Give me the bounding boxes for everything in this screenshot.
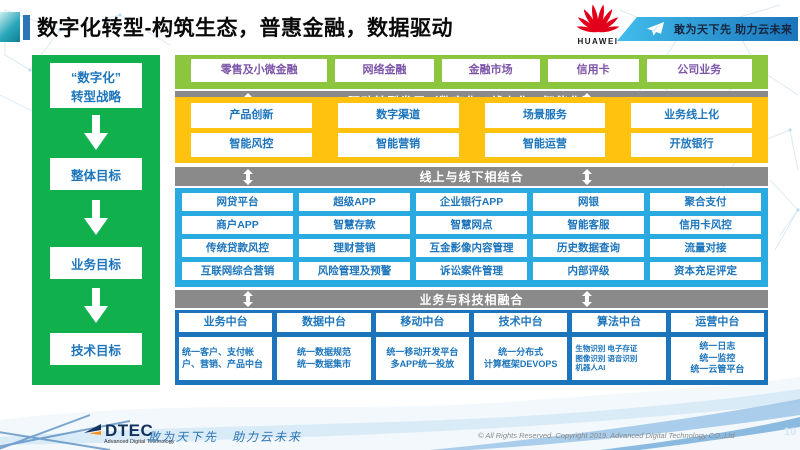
app-item: 诉讼案件管理 bbox=[416, 262, 527, 280]
banner-slogan: 敢为天下先 助力云未来 bbox=[674, 24, 793, 36]
updown-arrow-icon bbox=[243, 169, 253, 185]
title-accent-teal bbox=[0, 12, 20, 42]
app-item: 传统贷款风控 bbox=[182, 239, 293, 257]
sidebar-item-strategy: “数字化” 转型战略 bbox=[50, 63, 142, 108]
app-item: 内部评级 bbox=[533, 262, 644, 280]
platform-detail: 统一日志 统一监控 统一云管平台 bbox=[670, 337, 764, 380]
paper-plane-icon bbox=[647, 22, 664, 36]
capability-item: 智能风控 bbox=[191, 132, 312, 157]
capability-item: 数字渠道 bbox=[337, 103, 459, 128]
bar-business-tech-fusion: 业务与科技相融合 bbox=[175, 290, 768, 308]
capability-item: 智能营销 bbox=[337, 132, 459, 157]
huawei-logo: HUAWEI bbox=[570, 3, 626, 46]
sidebar-item-overall-goal: 整体目标 bbox=[50, 158, 142, 190]
business-line-item: 零售及小微金融 bbox=[191, 59, 328, 82]
app-item: 企业银行APP bbox=[416, 193, 527, 211]
platform-detail: 统一客户、支付帐户、营销、产品中台 bbox=[179, 337, 273, 380]
capability-item: 场景服务 bbox=[484, 103, 606, 128]
capability-item: 开放银行 bbox=[631, 132, 752, 157]
dtec-logo-icon bbox=[84, 424, 101, 435]
huawei-flower-icon bbox=[576, 4, 620, 33]
app-item: 理财营销 bbox=[299, 239, 410, 257]
bar-online-offline: 线上与线下相结合 bbox=[175, 167, 768, 186]
business-line-item: 网络金融 bbox=[335, 59, 434, 82]
digital-capability-block: 产品创新 数字渠道 场景服务 业务线上化 智能风控 智能营销 智能运营 开放银行 bbox=[175, 97, 768, 163]
capability-item: 产品创新 bbox=[191, 103, 312, 128]
platform-header: 业务中台 bbox=[179, 313, 273, 332]
updown-arrow-icon bbox=[582, 291, 592, 307]
strategy-sidebar: “数字化” 转型战略 整体目标 业务目标 技术目标 bbox=[32, 55, 160, 385]
business-lines-row: 零售及小微金融 网络金融 金融市场 信用卡 公司业务 bbox=[175, 55, 768, 89]
dtec-logo-text: DTEC bbox=[105, 421, 154, 440]
capability-item: 业务线上化 bbox=[631, 103, 752, 128]
app-item: 智慧网点 bbox=[416, 216, 527, 234]
app-item: 资本充足评定 bbox=[650, 262, 761, 280]
platform-detail: 统一移动开发平台 多APP统一投放 bbox=[375, 337, 469, 380]
app-item: 智能客服 bbox=[533, 216, 644, 234]
business-line-item: 公司业务 bbox=[646, 59, 752, 82]
platform-detail: 生物识别 电子存证 图像识别 语音识别 机器人AI bbox=[572, 337, 666, 380]
business-line-item: 信用卡 bbox=[547, 59, 639, 82]
huawei-logo-text: HUAWEI bbox=[577, 37, 619, 46]
capability-item: 智能运营 bbox=[484, 132, 606, 157]
app-item: 信用卡风控 bbox=[650, 216, 761, 234]
sidebar-item-business-goal: 业务目标 bbox=[50, 247, 142, 279]
app-item: 智慧存款 bbox=[299, 216, 410, 234]
title-accent-bar bbox=[23, 15, 30, 40]
sidebar-item-tech-goal: 技术目标 bbox=[50, 333, 142, 365]
app-item: 网银 bbox=[533, 193, 644, 211]
footer-slogan: 敢为天下先 助力云未来 bbox=[148, 430, 303, 444]
app-item: 风险管理及预警 bbox=[299, 262, 410, 280]
updown-arrow-icon bbox=[243, 291, 253, 307]
app-item: 网贷平台 bbox=[182, 193, 293, 211]
copyright-text: © All Rights Reserved. Copyright 2019. A… bbox=[478, 431, 735, 440]
bar-label: 业务与科技相融合 bbox=[419, 292, 524, 307]
platform-header: 算法中台 bbox=[572, 313, 666, 332]
page-number: 10 bbox=[784, 426, 797, 438]
platform-header: 运营中台 bbox=[670, 313, 764, 332]
middle-platforms-block: 业务中台 数据中台 移动中台 技术中台 算法中台 运营中台 统一客户、支付帐户、… bbox=[175, 310, 768, 385]
updown-arrow-icon bbox=[582, 169, 592, 185]
bar-label: 线上与线下相结合 bbox=[419, 170, 524, 184]
app-item: 互金影像内容管理 bbox=[416, 239, 527, 257]
slogan-banner: 敢为天下先 助力云未来 bbox=[617, 17, 798, 41]
app-item: 互联网综合营销 bbox=[182, 262, 293, 280]
page-title: 数字化转型-构筑生态，普惠金融，数据驱动 bbox=[37, 17, 453, 40]
app-item: 超级APP bbox=[299, 193, 410, 211]
platform-header: 移动中台 bbox=[375, 313, 469, 332]
platform-detail: 统一分布式 计算框架DEVOPS bbox=[474, 337, 568, 380]
platform-detail: 统一数据规范 统一数据集市 bbox=[277, 337, 371, 380]
application-matrix: 网贷平台 超级APP 企业银行APP 网银 聚合支付 商户APP 智慧存款 智慧… bbox=[175, 188, 768, 287]
app-item: 聚合支付 bbox=[650, 193, 761, 211]
down-arrow-icon bbox=[32, 288, 160, 328]
platform-header: 数据中台 bbox=[277, 313, 371, 332]
down-arrow-icon bbox=[32, 200, 160, 240]
business-line-item: 金融市场 bbox=[441, 59, 540, 82]
platform-header: 技术中台 bbox=[474, 313, 568, 332]
app-item: 商户APP bbox=[182, 216, 293, 234]
app-item: 流量对接 bbox=[650, 239, 761, 257]
app-item: 历史数据查询 bbox=[533, 239, 644, 257]
down-arrow-icon bbox=[32, 115, 160, 155]
